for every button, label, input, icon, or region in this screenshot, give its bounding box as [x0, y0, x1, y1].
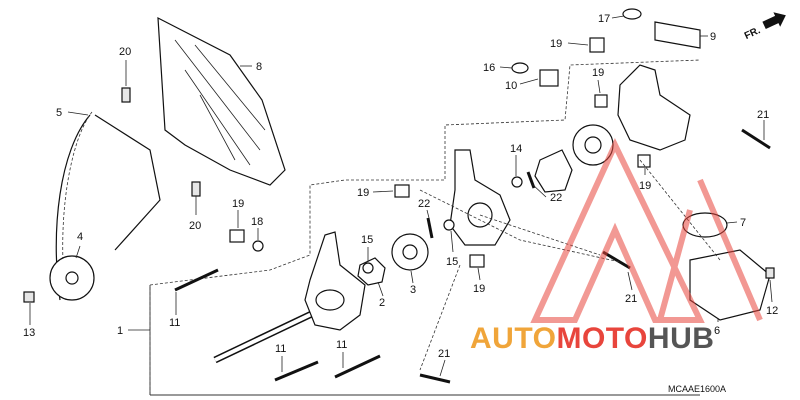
callout-19: 19 — [473, 283, 485, 295]
callout-20: 20 — [119, 46, 131, 58]
callout-1: 1 — [117, 325, 123, 337]
dowel-19b — [594, 94, 608, 108]
callout-13: 13 — [23, 327, 35, 339]
dowel-19c — [394, 184, 410, 198]
washer-15b — [443, 219, 455, 231]
callout-21: 21 — [625, 293, 637, 305]
callout-14: 14 — [510, 143, 522, 155]
watermark-logo — [530, 137, 763, 323]
bolt-11c — [334, 354, 381, 379]
callout-11: 11 — [275, 343, 286, 355]
callout-21: 21 — [757, 109, 769, 121]
bolt-11b — [274, 360, 319, 382]
dowel-19f — [469, 254, 485, 268]
o-ring-16 — [511, 62, 529, 74]
bolt-13 — [23, 291, 35, 303]
bolt-20b — [191, 181, 201, 197]
callout-4: 4 — [77, 231, 83, 243]
washer-18 — [252, 240, 264, 252]
leader-lines — [29, 15, 773, 377]
callout-3: 3 — [410, 284, 416, 296]
pump-cover-upper — [617, 64, 691, 151]
pump-body — [304, 231, 366, 331]
collar-10 — [539, 69, 559, 87]
callout-6: 6 — [714, 325, 720, 337]
chain-guide-plate — [157, 16, 286, 186]
callout-21: 21 — [438, 348, 450, 360]
callout-2: 2 — [379, 297, 385, 309]
watermark-part-moto: MOTO — [556, 322, 647, 355]
callout-17: 17 — [598, 13, 610, 25]
watermark-text: AUTOMOTOHUB — [470, 322, 714, 355]
callout-18: 18 — [251, 216, 263, 228]
callout-8: 8 — [256, 61, 262, 73]
callout-11: 11 — [336, 339, 347, 351]
pipe-9 — [654, 21, 701, 49]
callout-15: 15 — [361, 234, 373, 246]
bolt-21c — [419, 373, 451, 384]
callout-19: 19 — [639, 180, 651, 192]
pin-22b — [426, 217, 434, 239]
callout-16: 16 — [483, 62, 495, 74]
callout-10: 10 — [505, 80, 517, 92]
watermark-part-auto: AUTO — [470, 322, 556, 355]
callout-19: 19 — [232, 198, 244, 210]
bolt-20a — [121, 87, 131, 103]
callout-5: 5 — [56, 107, 62, 119]
dowel-19a — [589, 37, 605, 53]
o-ring-17 — [622, 8, 642, 20]
bolt-12 — [765, 267, 775, 279]
dowel-19d — [637, 154, 651, 168]
callout-22: 22 — [418, 198, 430, 210]
bolt-21b — [602, 250, 631, 270]
inner-rotor-b — [534, 149, 573, 193]
washer-15a — [362, 262, 374, 274]
front-direction-arrow: FR. — [743, 12, 786, 42]
callout-9: 9 — [710, 31, 716, 43]
callout-19: 19 — [592, 67, 604, 79]
direction-label: FR. — [743, 25, 762, 42]
bolt-11a — [174, 268, 219, 292]
callout-15: 15 — [446, 256, 458, 268]
watermark-auto: AUTOMOTOHUB — [470, 322, 714, 355]
callout-19: 19 — [357, 187, 369, 199]
callout-7: 7 — [740, 217, 746, 229]
callout-22: 22 — [550, 192, 562, 204]
bolt-21a — [741, 128, 771, 150]
washer-14 — [511, 176, 523, 188]
pin-22a — [526, 171, 536, 189]
callout-12: 12 — [766, 305, 778, 317]
watermark-part-hub: HUB — [648, 322, 715, 355]
dowel-19e — [229, 229, 245, 243]
assembly-outline — [149, 59, 701, 395]
pump-housing-middle — [449, 149, 511, 246]
diagram-code: MCAAE1600A — [668, 384, 726, 394]
callout-11: 11 — [169, 317, 180, 329]
callout-20: 20 — [189, 220, 201, 232]
callout-19: 19 — [550, 38, 562, 50]
arrow-icon — [762, 12, 786, 30]
